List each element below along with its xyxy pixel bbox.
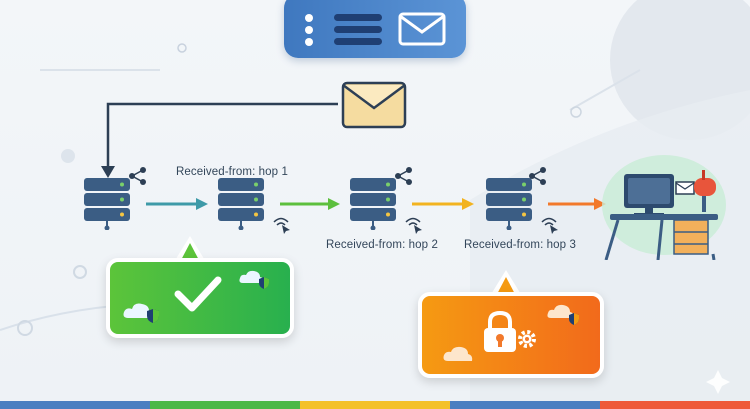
padlock-icon — [484, 310, 516, 352]
hop-3-label: Received-from: hop 3 — [464, 239, 576, 251]
mailbox-icon — [675, 181, 695, 195]
share-icon — [529, 167, 546, 185]
hop-1-label: Received-from: hop 1 — [176, 166, 288, 178]
share-icon — [395, 167, 412, 185]
bubble-orange-pointer — [490, 270, 522, 296]
wifi-cursor-icon — [405, 217, 422, 234]
bottom-color-strip — [0, 401, 750, 409]
shield-icon — [569, 313, 579, 325]
cloud-icon — [123, 303, 154, 318]
top-header-bar — [284, 0, 466, 58]
security-badge — [418, 292, 604, 378]
cloud-icon — [547, 304, 574, 318]
server-rack-icon — [218, 178, 264, 230]
server-rack-icon — [350, 178, 396, 230]
gear-icon — [518, 330, 536, 348]
cloud-icon — [443, 346, 473, 361]
bubble-green-pointer — [174, 236, 206, 262]
cloud-icon — [239, 270, 264, 283]
server-rack-icon — [84, 178, 130, 230]
share-icon — [129, 167, 146, 185]
server-rack-icon — [486, 178, 532, 230]
verification-badge — [106, 258, 294, 338]
hop-2-label: Received-from: hop 2 — [326, 239, 438, 251]
wifi-cursor-icon — [541, 217, 558, 234]
checkmark-icon — [174, 276, 222, 312]
shield-icon — [259, 277, 269, 289]
incoming-email-envelope-icon — [341, 81, 407, 129]
wifi-cursor-icon — [273, 217, 290, 234]
menu-lines-icon — [305, 14, 382, 46]
shield-icon — [147, 309, 159, 323]
envelope-icon — [398, 12, 446, 46]
desk-workstation-icon — [602, 155, 726, 260]
